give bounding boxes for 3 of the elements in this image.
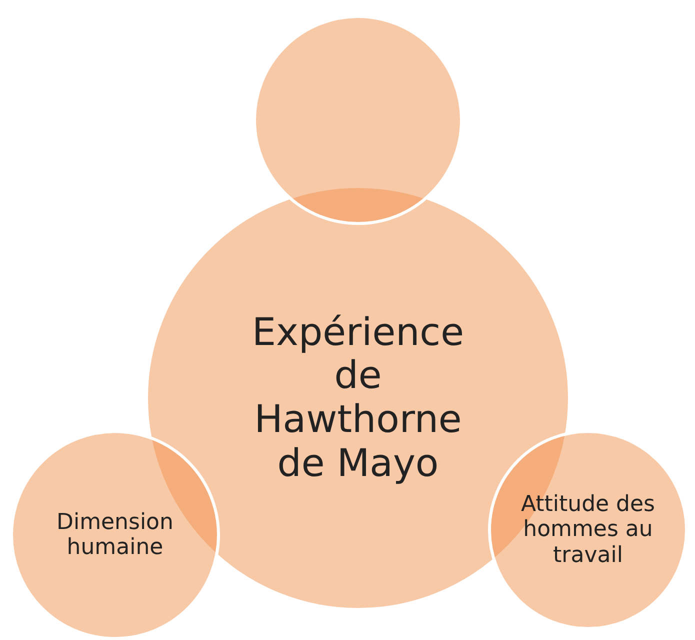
- circle-label: Attitude des hommes au travail: [520, 492, 656, 568]
- circle-label: Dimension humaine: [56, 510, 174, 560]
- circle-label: Expérience de Hawthorne de Mayo: [251, 310, 465, 486]
